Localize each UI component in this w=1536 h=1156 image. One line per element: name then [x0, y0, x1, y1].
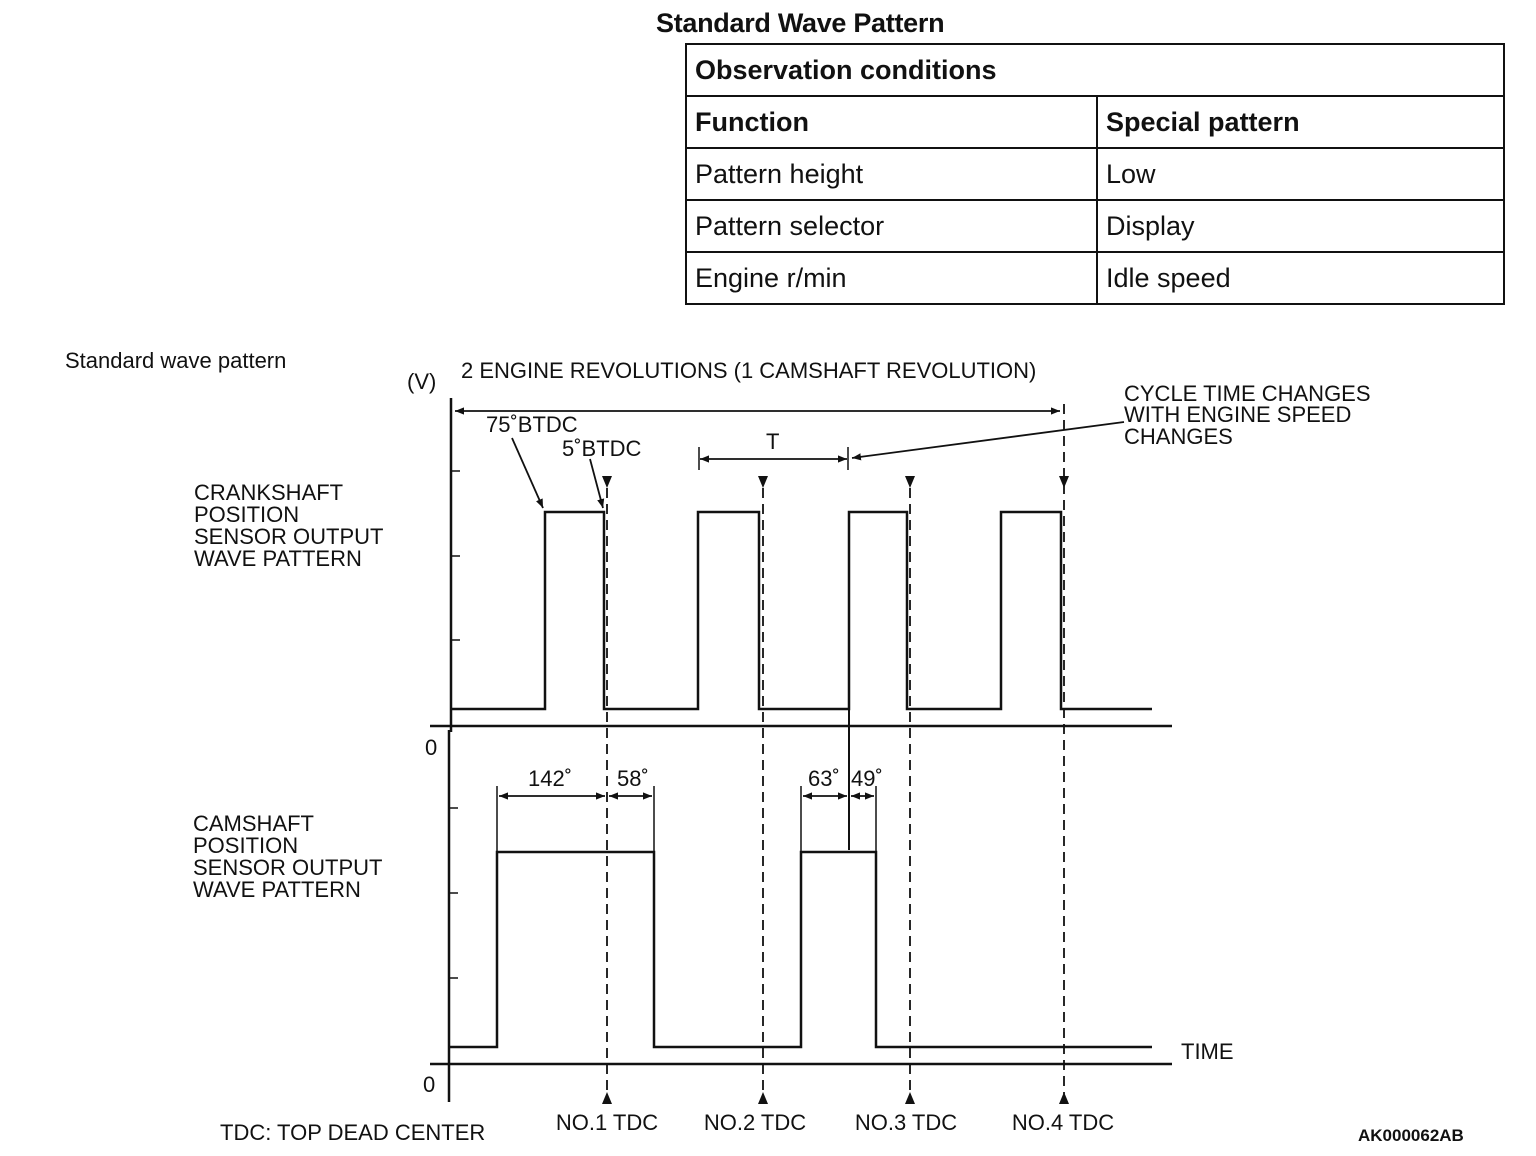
- tdc-label-2: NO.2 TDC: [704, 1110, 806, 1135]
- table-row: Engine r/min Idle speed: [685, 251, 1505, 305]
- table-cell: Idle speed: [1096, 251, 1505, 305]
- figure-code: AK000062AB: [1358, 1126, 1464, 1145]
- table-cell: Pattern height: [685, 147, 1098, 201]
- cam-angle-63: 63˚: [808, 766, 840, 791]
- tdc-marker-bottom-1: [602, 1092, 612, 1104]
- table-title: Observation conditions: [685, 43, 1505, 97]
- crank-label-line-1: CRANKSHAFT: [194, 480, 343, 505]
- tdc-marker-top-3: [905, 476, 915, 488]
- btdc5-leader: [589, 458, 605, 509]
- crank-label-line-3: SENSOR OUTPUT: [194, 524, 383, 549]
- v-axis-label: (V): [407, 369, 436, 394]
- table-cell: Display: [1096, 199, 1505, 253]
- cam-angle-58: 58˚: [617, 766, 649, 791]
- tdc-marker-bottom-2: [758, 1092, 768, 1104]
- table-cell: Pattern selector: [685, 199, 1098, 253]
- tdc-legend: TDC: TOP DEAD CENTER: [220, 1120, 485, 1145]
- btdc75-leader: [511, 437, 544, 509]
- cam-label-line-1: CAMSHAFT: [193, 811, 314, 836]
- table-cell: Engine r/min: [685, 251, 1098, 305]
- btdc5-label: 5˚BTDC: [562, 436, 642, 461]
- cycle-note-leader: [851, 421, 1125, 461]
- cam-angle-142: 142˚: [528, 766, 572, 791]
- tdc-label-4: NO.4 TDC: [1012, 1110, 1114, 1135]
- cam-label-line-4: WAVE PATTERN: [193, 877, 361, 902]
- column-header-function: Function: [685, 95, 1098, 149]
- cam-label-line-3: SENSOR OUTPUT: [193, 855, 382, 880]
- tdc-marker-top-1: [602, 476, 612, 488]
- observation-conditions-table: Observation conditions Function Special …: [685, 43, 1505, 305]
- tdc-label-3: NO.3 TDC: [855, 1110, 957, 1135]
- table-cell: Low: [1096, 147, 1505, 201]
- table-row: Pattern selector Display: [685, 199, 1505, 253]
- crank-zero-label: 0: [425, 735, 437, 760]
- cam-label-line-2: POSITION: [193, 833, 298, 858]
- tdc-marker-bottom-3: [905, 1092, 915, 1104]
- crank-label-line-2: POSITION: [194, 502, 299, 527]
- tdc-marker-top-4: [1059, 476, 1069, 488]
- period-t-label: T: [766, 429, 779, 454]
- cycle-note-line-2: WITH ENGINE SPEED: [1124, 402, 1351, 427]
- tdc-marker-bottom-4: [1059, 1092, 1069, 1104]
- revolution-span-label: 2 ENGINE REVOLUTIONS (1 CAMSHAFT REVOLUT…: [461, 358, 1036, 383]
- camshaft-wave: [449, 850, 1152, 1049]
- cycle-note-line-3: CHANGES: [1124, 424, 1233, 449]
- table-row: Pattern height Low: [685, 147, 1505, 201]
- time-axis-label: TIME: [1181, 1039, 1234, 1064]
- diagram-caption: Standard wave pattern: [65, 348, 287, 373]
- btdc75-label: 75˚BTDC: [486, 412, 578, 437]
- table-header-row: Function Special pattern: [685, 95, 1505, 149]
- cam-zero-label: 0: [423, 1072, 435, 1097]
- tdc-marker-top-2: [758, 476, 768, 488]
- column-header-special-pattern: Special pattern: [1096, 95, 1505, 149]
- table-title-row: Observation conditions: [685, 43, 1505, 97]
- cycle-note-line-1: CYCLE TIME CHANGES: [1124, 381, 1371, 406]
- crankshaft-wave: [451, 510, 1152, 711]
- section-title: Standard Wave Pattern: [656, 8, 945, 38]
- cam-angle-49: 49˚: [851, 766, 883, 791]
- tdc-label-1: NO.1 TDC: [556, 1110, 658, 1135]
- crank-label-line-4: WAVE PATTERN: [194, 546, 362, 571]
